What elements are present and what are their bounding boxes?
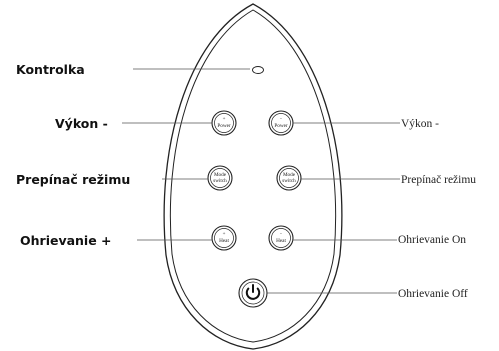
heat-minus-label: Heat xyxy=(276,238,286,244)
power-plus-symbol: + xyxy=(223,117,226,122)
mode-switch-button-left[interactable]: Mode switch xyxy=(208,166,232,190)
heat-plus-label: Heat xyxy=(219,238,229,244)
heat-plus-symbol: + xyxy=(223,232,226,237)
power-minus-label: Power xyxy=(274,123,288,129)
label-indicator-left: Kontrolka xyxy=(16,62,85,77)
heat-plus-button[interactable]: + Heat xyxy=(212,226,236,250)
label-off-right: Ohrievanie Off xyxy=(398,288,468,300)
power-plus-label: Power xyxy=(217,123,231,129)
label-mode-right: Prepínač režimu xyxy=(401,174,476,186)
label-mode-left: Prepínač režimu xyxy=(16,172,130,187)
label-heat-right: Ohrievanie On xyxy=(398,234,466,246)
led-indicator-icon xyxy=(253,67,264,74)
label-power-left: Výkon - xyxy=(55,116,108,131)
off-button[interactable] xyxy=(239,279,267,307)
label-heat-left: Ohrievanie + xyxy=(20,233,112,248)
mode-switch-button-right[interactable]: Mode switch xyxy=(277,166,301,190)
power-plus-button[interactable]: + Power xyxy=(212,111,236,135)
heat-minus-button[interactable]: - Heat xyxy=(269,226,293,250)
mode-right-line2: switch xyxy=(282,178,296,184)
label-power-right: Výkon - xyxy=(401,118,439,130)
power-minus-button[interactable]: - Power xyxy=(269,111,293,135)
mode-left-line2: switch xyxy=(213,178,227,184)
